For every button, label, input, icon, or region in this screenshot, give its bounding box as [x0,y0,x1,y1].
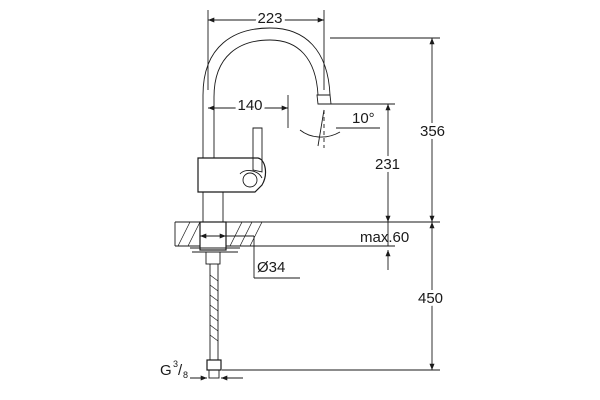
label-hose-length: 450 [418,290,443,307]
label-spout-angle: 10° [352,110,375,127]
faucet-outline [197,27,332,223]
label-total-height: 356 [420,123,445,140]
dimension-total-height: 356 [417,38,448,222]
label-spout-reach: 223 [257,10,282,27]
label-thread-denominator: 8 [183,370,188,380]
dimension-lever-reach: 140 [208,94,289,128]
dimension-deck-thickness: max.60 [240,222,409,270]
label-spout-height: 231 [375,156,400,173]
dimension-spout-angle: 10° [299,109,380,148]
dimension-spout-reach: 223 [207,7,325,90]
label-thread-slash: / [178,362,183,379]
dimension-thread: G 3 / 8 [160,354,243,381]
dimension-hose-length: 450 [415,222,446,370]
label-hole-diameter: Ø34 [257,259,285,276]
label-thread-numerator: 3 [173,359,178,369]
supply-hose [206,264,222,379]
label-lever-reach: 140 [237,97,262,114]
label-thread-main: G [160,362,172,379]
label-deck-thickness: max.60 [360,229,409,246]
svg-text:G 3 / 8: G 3 / 8 [160,354,188,380]
dimension-hole-diameter: Ø34 [200,233,300,279]
dimension-spout-height: 231 [372,104,403,222]
